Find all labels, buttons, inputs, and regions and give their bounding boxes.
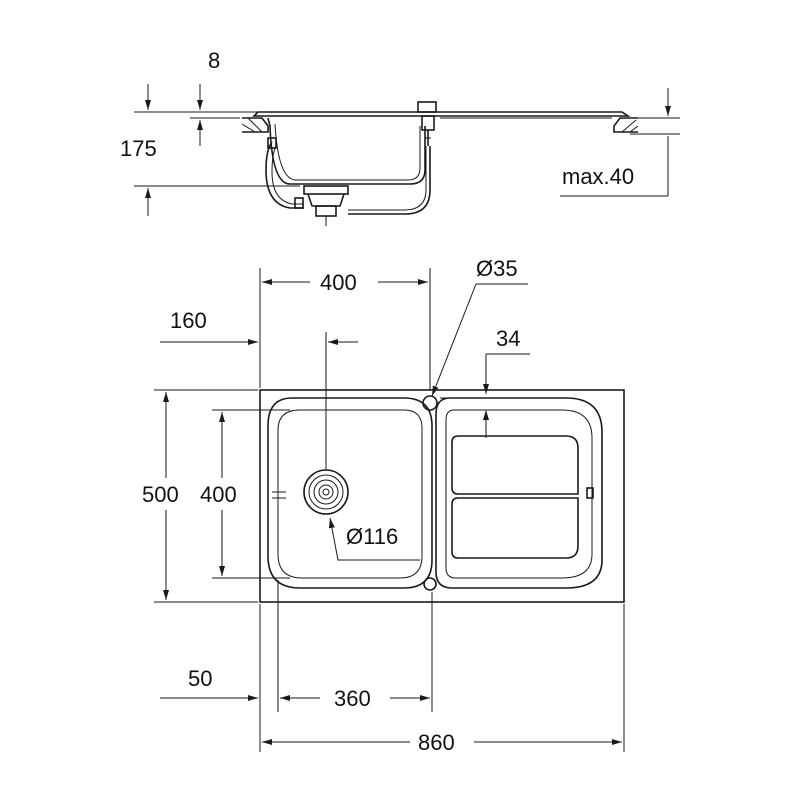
dim-label-160: 160: [170, 308, 207, 333]
dim-label-o116: Ø116: [346, 524, 398, 549]
countertop-left: [241, 117, 269, 133]
dim-max-countertop: max.40: [560, 88, 680, 197]
drainer: [435, 397, 603, 589]
sink-outline: [259, 389, 625, 603]
dim-edge-margin: 50: [160, 580, 279, 752]
dim-bowl-depth: 175: [120, 84, 300, 216]
bowl-profile: [267, 117, 426, 185]
tap-hole-alt: [423, 577, 437, 591]
dim-label-175: 175: [120, 136, 157, 161]
side-view: 8 175 max.40: [120, 48, 680, 226]
dim-label-50: 50: [188, 666, 212, 691]
countertop-right: [613, 117, 639, 133]
sink-deck: [252, 111, 631, 117]
dim-label-400-left: 400: [200, 482, 237, 507]
dim-label-360: 360: [334, 686, 371, 711]
waste-strainer: [303, 469, 349, 515]
dim-label-400-top: 400: [320, 270, 357, 295]
dim-label-o35: Ø35: [476, 256, 518, 281]
dim-bowl-width: 400: [259, 268, 431, 390]
dim-label-max40: max.40: [562, 164, 634, 189]
dim-bowl-inner: 360: [280, 592, 433, 712]
dim-label-34: 34: [496, 326, 520, 351]
dim-label-8: 8: [208, 48, 220, 73]
tap-fitting: [417, 101, 437, 146]
waste-outlet: [294, 185, 349, 226]
dim-overall-width: 860: [262, 604, 625, 755]
dim-left-offset: 160: [160, 308, 358, 470]
dim-label-860: 860: [418, 730, 455, 755]
plan-view: 400 Ø35 160 34 500: [142, 256, 625, 755]
dim-waste-diameter: Ø116: [328, 517, 420, 561]
tap-hole-circle: [422, 395, 438, 411]
dim-lip-thickness: 8: [190, 48, 262, 146]
dim-label-500: 500: [142, 482, 179, 507]
dim-drainer-offset: 34: [440, 326, 530, 438]
dim-tap-hole: Ø35: [431, 256, 528, 397]
dim-overall-depth: 500: [142, 389, 258, 603]
dim-bowl-depth-plan: 400: [200, 409, 290, 579]
